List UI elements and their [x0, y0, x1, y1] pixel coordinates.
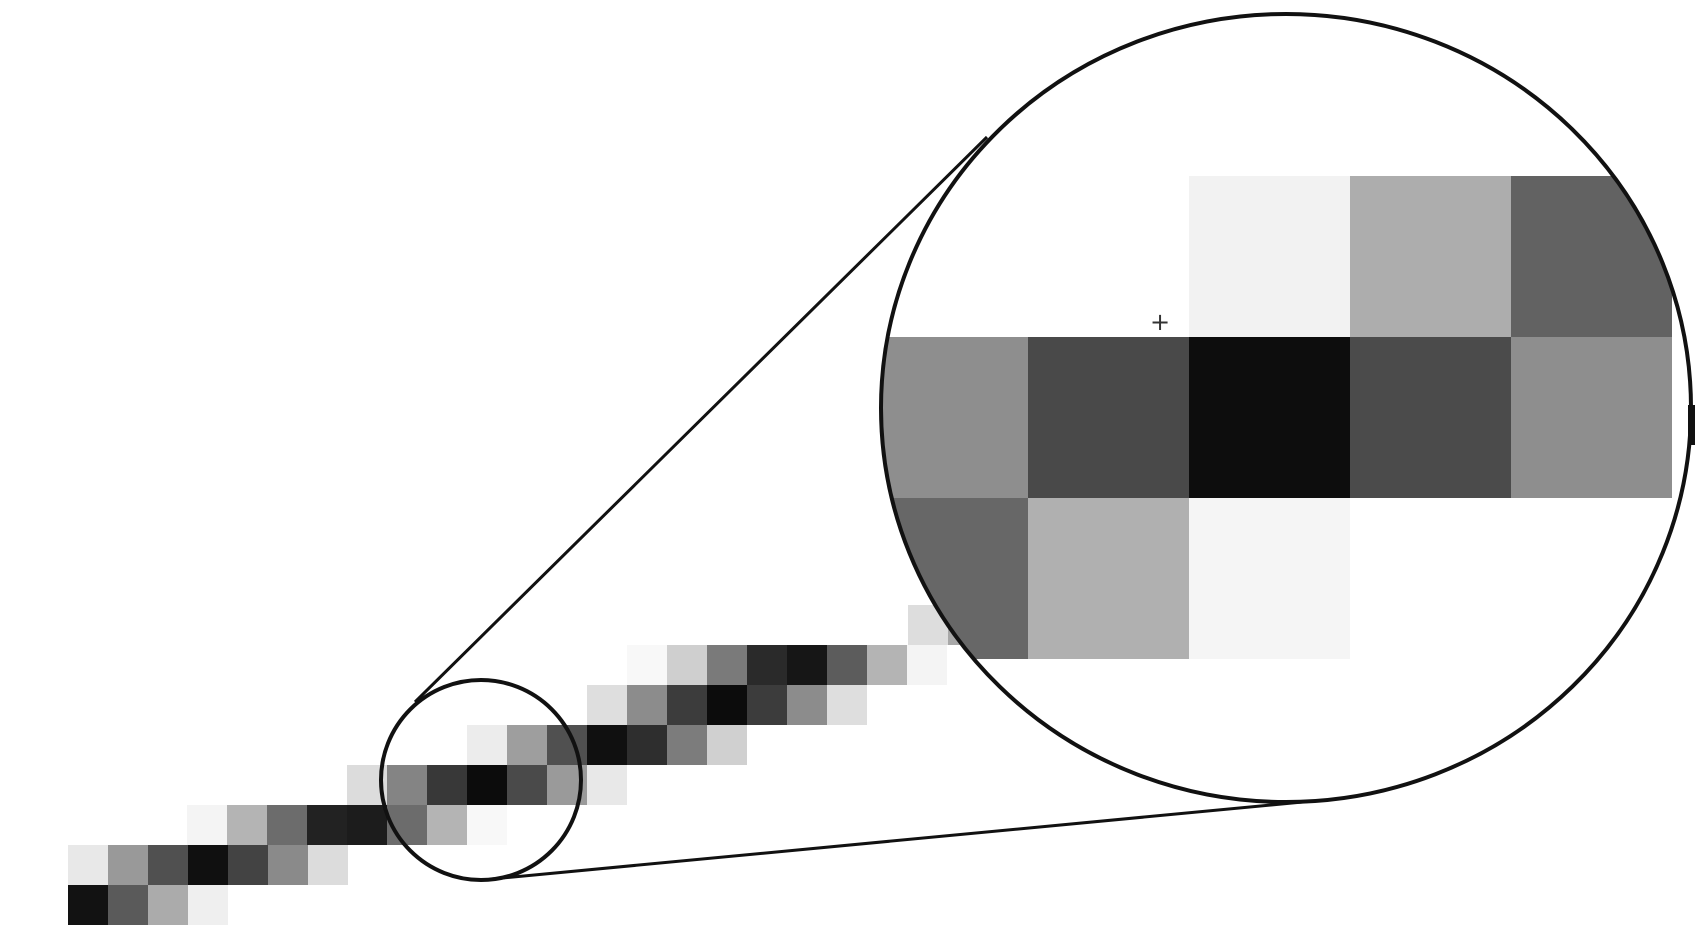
line-pixel	[827, 685, 867, 725]
line-pixel	[627, 645, 667, 685]
line-pixel	[507, 765, 547, 805]
lens-edge-marker	[1688, 405, 1695, 445]
line-pixel	[267, 805, 307, 845]
connector-line-top	[413, 135, 989, 704]
line-pixel	[68, 885, 108, 925]
line-pixel	[707, 685, 747, 725]
line-pixel	[228, 845, 268, 885]
line-pixel	[667, 645, 707, 685]
line-pixel	[308, 845, 348, 885]
line-pixel	[507, 725, 547, 765]
source-lens-circle	[379, 678, 583, 882]
magnified-pixel	[1189, 176, 1350, 337]
line-pixel	[467, 805, 507, 845]
magnified-pixel	[1189, 498, 1350, 659]
line-pixel	[188, 885, 228, 925]
line-pixel	[907, 645, 947, 685]
magnified-pixel	[1189, 337, 1350, 498]
line-pixel	[627, 685, 667, 725]
line-pixel	[868, 605, 908, 645]
line-pixel	[627, 725, 667, 765]
line-pixel	[387, 765, 427, 805]
line-pixel	[188, 845, 228, 885]
line-pixel	[467, 765, 507, 805]
line-pixel	[148, 845, 188, 885]
line-pixel	[707, 725, 747, 765]
magnified-pixel	[1511, 337, 1672, 498]
magnified-pixel	[1028, 337, 1189, 498]
line-pixel	[148, 885, 188, 925]
magnified-pixel	[1350, 337, 1511, 498]
connector-line-bottom	[491, 799, 1314, 881]
line-pixel	[587, 685, 627, 725]
line-pixel	[827, 645, 867, 685]
line-pixel	[747, 685, 787, 725]
line-pixel	[587, 725, 627, 765]
line-pixel	[787, 645, 827, 685]
line-pixel	[787, 685, 827, 725]
line-pixel	[227, 805, 267, 845]
line-pixel	[68, 845, 108, 885]
magnified-pixel	[1511, 176, 1672, 337]
line-pixel	[307, 805, 347, 845]
line-pixel	[108, 885, 148, 925]
line-pixel	[187, 805, 227, 845]
magnified-pixel	[881, 337, 1028, 498]
line-pixel	[467, 725, 507, 765]
magnified-pixel	[1350, 176, 1511, 337]
pixel-line	[68, 605, 1068, 925]
line-pixel	[587, 765, 627, 805]
line-pixel	[707, 645, 747, 685]
line-pixel	[427, 805, 467, 845]
magnified-pixel-grid	[881, 176, 1672, 659]
crosshair-cursor-icon: +	[1150, 308, 1170, 336]
magnified-pixel	[1028, 498, 1189, 659]
line-pixel	[347, 805, 387, 845]
line-pixel	[268, 845, 308, 885]
line-pixel	[427, 765, 467, 805]
line-pixel	[667, 685, 707, 725]
line-pixel	[667, 725, 707, 765]
line-pixel	[108, 845, 148, 885]
line-pixel	[867, 645, 907, 685]
magnifier-connectors	[413, 135, 1314, 881]
line-pixel	[747, 645, 787, 685]
